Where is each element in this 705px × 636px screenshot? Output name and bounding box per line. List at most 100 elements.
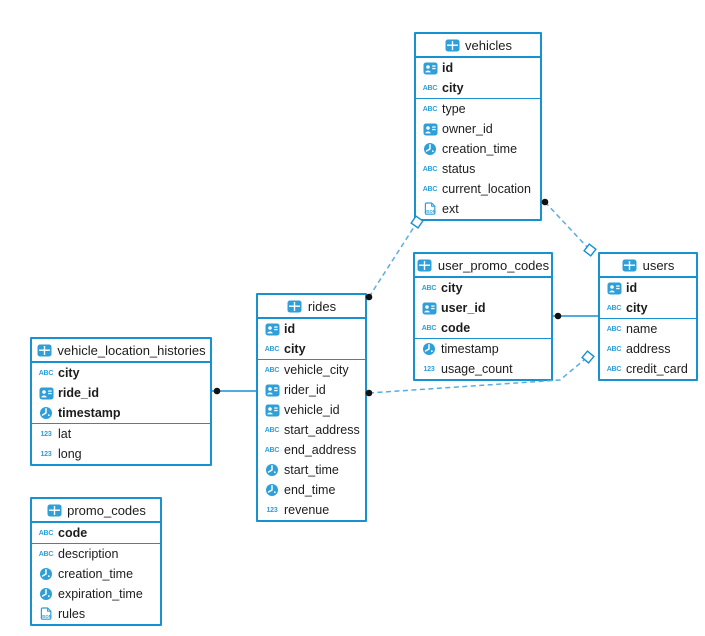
field-label: rider_id [284,383,326,397]
table-name: vehicle_location_histories [57,342,206,358]
field-label: ride_id [58,386,99,400]
table-name: promo_codes [67,502,146,518]
field-label: credit_card [626,362,688,376]
field-label: end_address [284,443,357,457]
timestamp-type-icon [38,567,54,581]
columns-section: timestamp 123 usage_count [415,339,551,379]
string-type-icon: ABC [606,325,622,333]
string-type-icon: ABC [421,324,437,332]
table-name: users [642,257,675,273]
field-row-start_time: start_time [258,460,365,480]
table-header[interactable]: vehicles [416,34,540,58]
table-header[interactable]: user_promo_codes [415,254,551,278]
id-type-icon [606,282,622,295]
field-row-vehicle_id: vehicle_id [258,400,365,420]
relation-diamond-marker [583,243,597,257]
id-type-icon [422,62,438,75]
field-row-creation_time: creation_time [32,564,160,584]
field-label: start_address [284,423,360,437]
timestamp-type-icon [264,483,280,497]
field-label: expiration_time [58,587,143,601]
field-label: long [58,447,82,461]
field-label: start_time [284,463,339,477]
field-label: city [284,342,306,356]
field-label: user_id [441,301,486,315]
relation-dot-marker [541,198,549,206]
string-type-icon: ABC [264,446,280,454]
string-type-icon: ABC [264,366,280,374]
field-label: lat [58,427,72,441]
field-label: city [626,301,648,315]
field-row-vehicle_city: ABC vehicle_city [258,360,365,380]
field-label: revenue [284,503,330,517]
timestamp-type-icon [38,587,54,601]
relation-dot-marker [213,387,221,395]
number-type-icon: 123 [423,365,435,373]
field-label: code [58,526,88,540]
string-type-icon: ABC [38,529,54,537]
connection-vehicle_location_histories-rides [212,387,256,395]
string-type-icon: ABC [606,365,622,373]
field-row-ride_id: ride_id [32,383,210,403]
string-type-icon: ABC [264,426,280,434]
relation-line [544,201,588,248]
string-type-icon: ABC [421,284,437,292]
field-label: name [626,322,658,336]
field-label: usage_count [441,362,513,376]
id-type-icon [264,323,280,336]
field-row-code: ABC code [32,523,160,543]
table-name: vehicles [465,37,512,53]
table-header[interactable]: users [600,254,696,278]
field-label: vehicle_city [284,363,349,377]
id-type-icon [264,404,280,417]
json-type-icon: JSON [38,607,54,621]
field-label: rules [58,607,86,621]
field-label: ext [442,202,459,216]
field-row-timestamp: timestamp [415,339,551,359]
field-row-type: ABC type [416,99,540,119]
field-label: owner_id [442,122,493,136]
connection-user_promo_codes-users [553,312,598,320]
field-label: timestamp [441,342,499,356]
field-row-revenue: 123 revenue [258,500,365,520]
field-row-name: ABC name [600,319,696,339]
table-header[interactable]: promo_codes [32,499,160,523]
field-row-code: ABC code [415,318,551,338]
field-label: description [58,547,119,561]
field-label: code [441,321,471,335]
field-label: type [442,102,466,116]
string-type-icon: ABC [38,550,54,558]
timestamp-type-icon [422,142,438,156]
string-type-icon: ABC [606,345,622,353]
number-type-icon: 123 [266,506,278,514]
table-icon [36,344,52,357]
table-icon [417,259,433,272]
field-row-creation_time: creation_time [416,139,540,159]
table-header[interactable]: rides [258,295,365,319]
string-type-icon: ABC [422,105,438,113]
field-label: creation_time [442,142,518,156]
relation-line [368,226,415,298]
field-label: vehicle_id [284,403,340,417]
table-header[interactable]: vehicle_location_histories [32,339,210,363]
